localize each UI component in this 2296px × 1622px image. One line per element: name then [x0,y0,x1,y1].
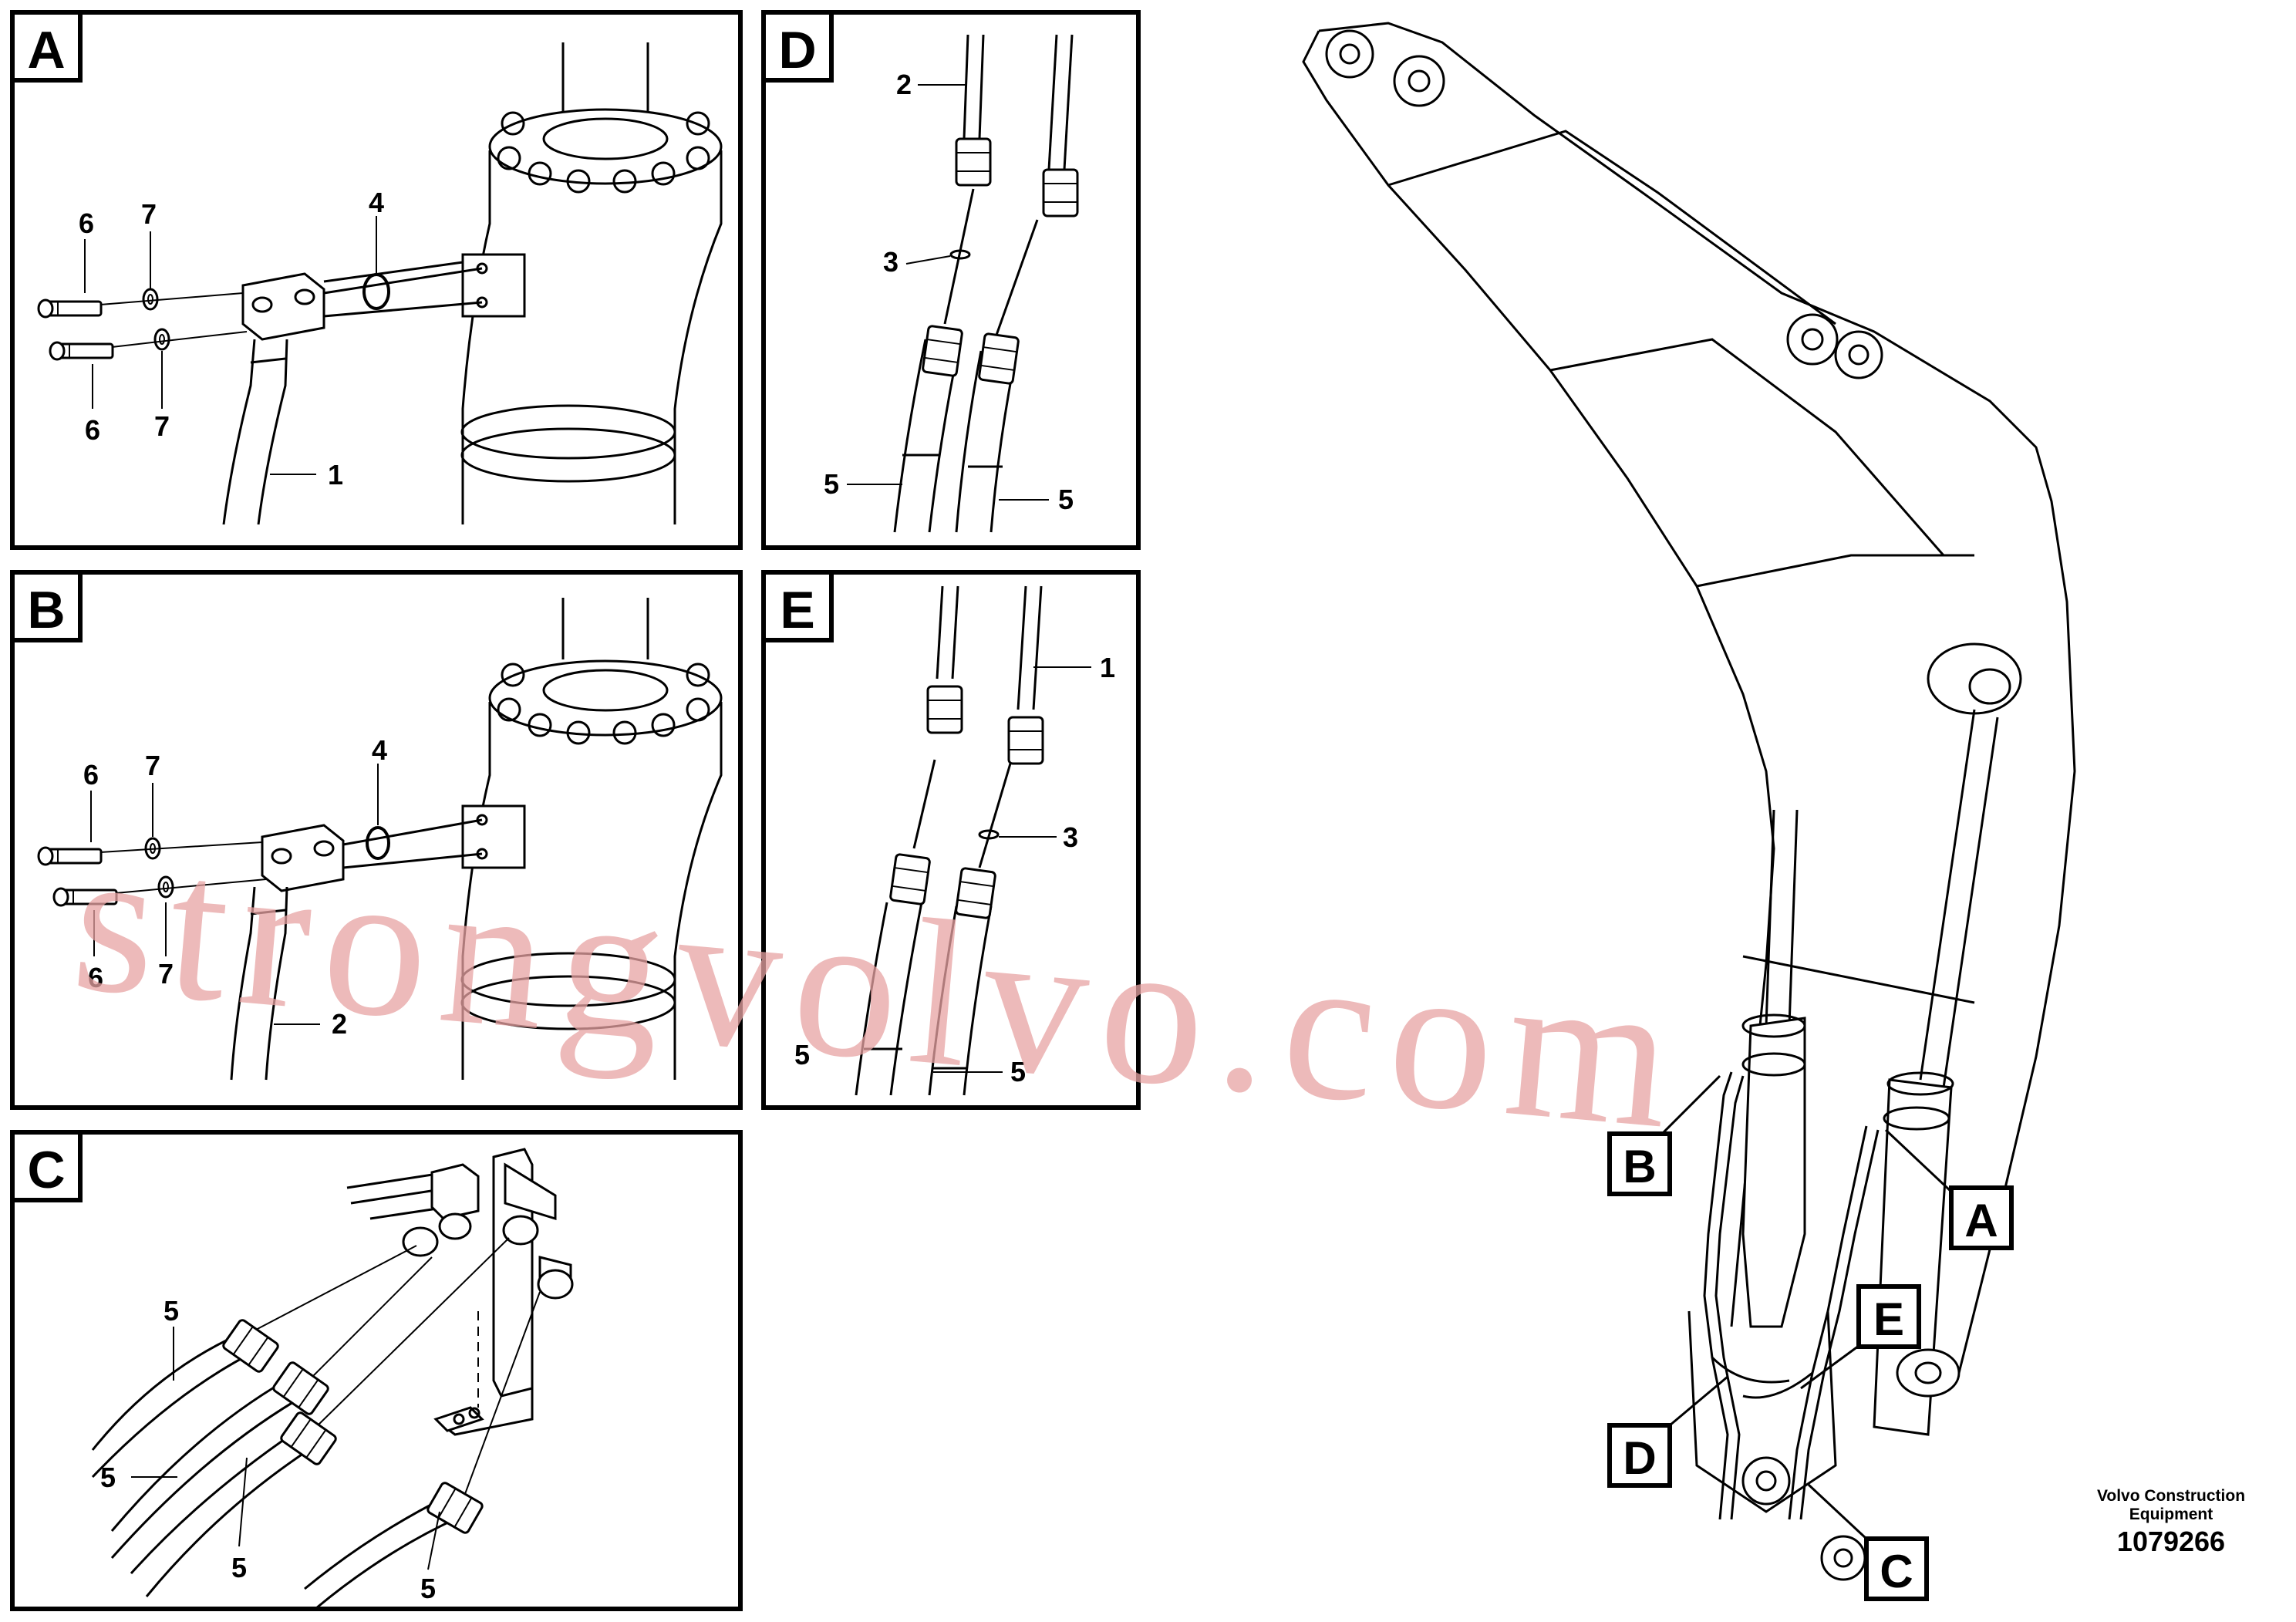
svg-text:D: D [1623,1432,1656,1484]
panel-e-letter: E [780,581,814,639]
detail-panel-b: B [10,570,743,1110]
panel-e-callout-5-left: 5 [794,1039,810,1071]
overview-tag-c: C [1807,1483,1929,1601]
panel-a-callout-6-top: 6 [79,207,94,239]
boom-cylinder-left [1687,809,1837,1513]
boom-cylinder-right [1820,709,1999,1581]
panel-a-callout-4: 4 [369,187,384,218]
overview-tag-e: E [1800,1284,1921,1390]
panel-b-callout-7-bottom: 7 [158,958,174,990]
footer-company: Volvo Construction Equipment [2096,1487,2246,1523]
panel-c-letter: C [27,1141,65,1199]
detail-panel-e: E 1 3 5 5 [761,570,1141,1110]
boom-edge-lower [1696,554,1974,588]
panel-a-bolt-lower [49,341,114,361]
panel-a-callout-7-bottom: 7 [154,410,170,442]
panel-c-callout-5-b: 5 [100,1462,116,1493]
panel-a-bolt-upper [37,298,103,319]
overview-tag-b: B [1607,1074,1721,1196]
panel-d-frame [761,10,1141,550]
boom-pin-cylinder-top-b [1834,330,1883,379]
panel-c-callout-5-a: 5 [164,1295,179,1327]
boom-pin-top [1325,29,1374,79]
svg-text:B: B [1623,1141,1656,1192]
panel-b-cylinder [460,598,723,1080]
panel-c-tag [10,1130,83,1202]
boom-hose-routing [1703,1071,1880,1520]
panel-a-tag [10,10,83,83]
panel-b-callout-2: 2 [332,1008,347,1040]
panel-b-leaders [90,764,379,1025]
panel-c-callout-5-d: 5 [420,1573,436,1604]
boom-edge-mid [1549,338,1945,556]
panel-d-tag [761,10,834,83]
overview-tag-d: D [1607,1375,1728,1488]
panel-a-washer-lower [153,328,170,351]
overview-tags: B A E D C [1607,1074,2014,1601]
panel-b-callout-7-top: 7 [145,750,160,781]
panel-a-callout-7-top: 7 [141,198,157,230]
boom-bottom-edge [1742,955,1975,1004]
boom-outline-outer [1318,22,2076,1374]
svg-text:A: A [1964,1195,1998,1246]
panel-d-callout-3: 3 [883,246,899,278]
panel-e-hoses [855,585,1043,1096]
boom-pin-second [1393,55,1445,107]
detail-panel-a: A [10,10,743,550]
panel-e-frame [761,570,1141,1110]
detail-panel-c: C [10,1130,743,1611]
svg-text:E: E [1873,1293,1904,1345]
panel-b-callout-4: 4 [372,734,387,766]
panel-a-leaders [84,216,377,475]
panel-e-callout-1: 1 [1100,652,1115,683]
panel-a-callout-1: 1 [328,459,343,491]
panel-a-letter: A [27,21,65,79]
panel-c-frame [10,1130,743,1611]
panel-c-bracket [346,1148,574,1436]
panel-b-callout-6-bottom: 6 [88,962,103,993]
panel-e-leaders [933,666,1091,1073]
footer-part-code: 1079266 [2116,1526,2226,1557]
panel-b-callout-6-top: 6 [83,759,99,791]
panel-e-callout-3: 3 [1063,821,1078,853]
panel-d-callout-2: 2 [896,69,912,100]
panel-c-hoses [91,1237,541,1610]
panel-e-callout-5-right: 5 [1010,1056,1026,1088]
panel-d-callout-5-left: 5 [824,468,839,500]
panel-a-frame [10,10,743,550]
svg-text:C: C [1880,1546,1913,1597]
panel-a-flange-hose [222,261,483,525]
panel-c-callout-5-c: 5 [231,1552,247,1583]
overview-tag-a: A [1884,1128,2014,1250]
panel-d-callout-5-right: 5 [1058,484,1074,515]
boom-edge-top [1387,130,1836,325]
panel-e-tag [761,570,834,642]
panel-b-tag [10,570,83,642]
panel-d-leaders [847,84,1049,501]
panel-a-callout-6-bottom: 6 [85,414,100,446]
panel-b-flange-hose [230,818,483,1081]
panel-c-leaders [131,1327,440,1570]
panel-d-letter: D [778,21,816,79]
detail-panel-d: D 2 3 5 5 [761,10,1141,550]
panel-a-washer-upper [142,288,159,311]
panel-b-letter: B [27,581,65,639]
boom-pin-cylinder-top-a [1786,313,1839,366]
boom-overview [1302,22,2076,1581]
